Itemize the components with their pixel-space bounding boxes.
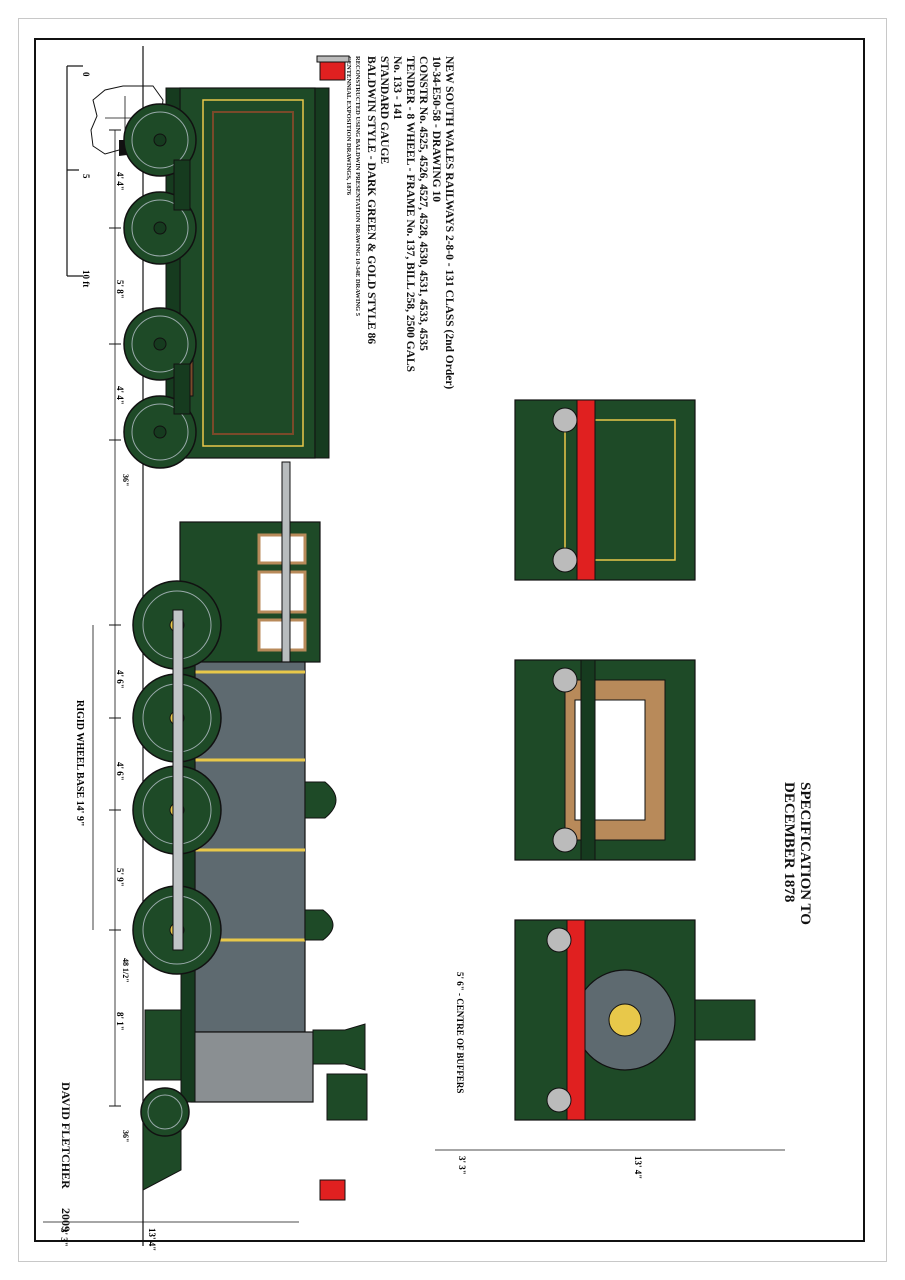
dim-loco-wb-2: 4' 6" [115,762,125,781]
dim-tender-wb-2: 5' 8" [115,280,125,299]
dim-loco-wb-1: 4' 6" [115,670,125,689]
side-dimensions: 4' 4" 5' 8" 4' 4" 36" 4' 6" 4' 6" 5' 9" … [43,129,299,1251]
sand-dome [304,909,334,941]
headlamp [326,1073,368,1121]
scale-label-5: 5 [81,174,91,179]
tender-wheels [123,103,197,469]
dim-tender-wb-1: 4' 4" [115,172,125,191]
dim-tender-wb-3: 4' 4" [115,386,125,405]
dim-buffer-centres: 5' 6" - CENTRE OF BUFFERS [455,972,465,1093]
tender-side-view [165,55,350,459]
coupling-rod [172,609,184,951]
steam-dome [304,781,337,819]
dim-buffer-height-end: 3' 3" [457,1156,467,1175]
tender-wheel-1 [123,103,197,177]
locomotive-front-view [514,919,756,1121]
dim-buffer-height-side: 3' 3" [59,1228,69,1247]
locomotive-cab-rear-view [514,659,696,861]
number-plate-star [608,1003,642,1037]
dim-driver-dia: 48 1/2" [121,958,130,983]
outer-frame [18,18,887,1262]
driving-wheels [132,580,222,1137]
smokebox [190,1031,314,1103]
dim-rigid-wheelbase: RIGID WHEEL BASE 14' 9" [74,700,85,827]
pony-wheel [140,1087,190,1137]
dim-loco-wb-3: 5' 9" [115,868,125,887]
dim-loco-wb-4: 8' 1" [115,1012,125,1031]
dim-height-side: 13' 4" [147,1228,157,1251]
chimney-front [694,999,756,1041]
tender-wheel-3 [123,307,197,381]
front-buffer-beam [566,919,586,1121]
dim-tender-wheel: 36" [121,474,130,486]
inner-frame [34,38,865,1242]
scale-label-0: 0 [81,72,91,77]
front-buffer [319,1179,346,1201]
dim-pony-wheel: 36" [121,1130,130,1142]
tender-rear-view [514,399,696,581]
dim-height-end: 13' 4" [633,1156,643,1179]
end-view-dimensions: 13' 4" 3' 3" 5' 6" - CENTRE OF BUFFERS [435,972,785,1179]
chimney [312,1023,366,1071]
scale-bar: 0 5 10 ft [66,65,91,287]
scale-label-10: 10 ft [81,270,91,287]
